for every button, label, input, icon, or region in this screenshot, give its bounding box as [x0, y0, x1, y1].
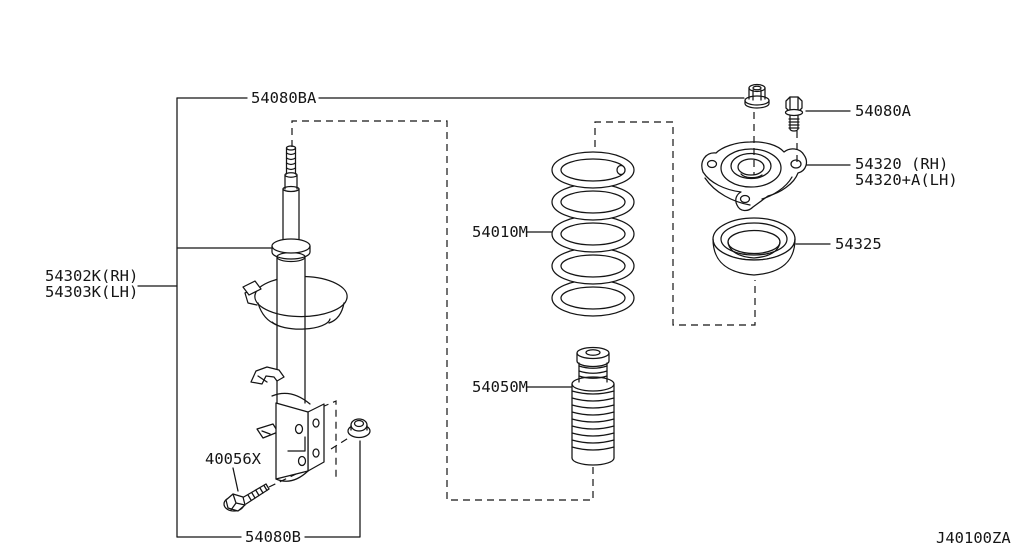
strut-group-dashed-box	[291, 120, 594, 501]
lower-nut-drawing	[347, 418, 371, 439]
label-lower-nut: 54080B	[245, 528, 301, 546]
bottom-line-right	[304, 440, 361, 538]
drawing-code: J40100ZA	[936, 529, 1011, 547]
mount-bolt-drawing	[784, 96, 804, 132]
label-coil-spring: 54010M	[472, 223, 528, 241]
nut-axis-dashed-line	[330, 436, 351, 450]
top-nut-drawing	[744, 83, 770, 109]
knuckle-phantom-dashed	[321, 400, 337, 477]
lower-bolt-leader	[232, 467, 239, 492]
label-top-nut: 54080BA	[251, 89, 317, 107]
lower-bolt-drawing	[223, 483, 270, 512]
part-labels: 54080BA 54302K(RH) 54303K(LH) 40056X 540…	[45, 89, 1011, 547]
label-lower-bolt: 40056X	[205, 450, 262, 468]
bound-bumper-drawing	[571, 346, 615, 466]
label-bound-bumper: 54050M	[472, 378, 528, 396]
label-bearing-seat: 54325	[835, 235, 882, 253]
bearing-seat-drawing	[712, 217, 796, 276]
spring-group-dashed-box	[594, 121, 756, 326]
label-mount-bolt: 54080A	[855, 102, 912, 120]
coil-spring-drawing	[551, 151, 635, 317]
strut-drawing	[242, 145, 348, 482]
label-strut-lh: 54303K(LH)	[45, 283, 138, 301]
label-mount-rh: 54320 (RH)	[855, 155, 948, 173]
spring-wire-end	[616, 164, 626, 176]
leader-lines	[137, 97, 851, 538]
strut-mount-drawing	[701, 141, 808, 212]
label-strut-rh: 54302K(RH)	[45, 267, 138, 285]
label-mount-lh: 54320+A(LH)	[855, 171, 958, 189]
